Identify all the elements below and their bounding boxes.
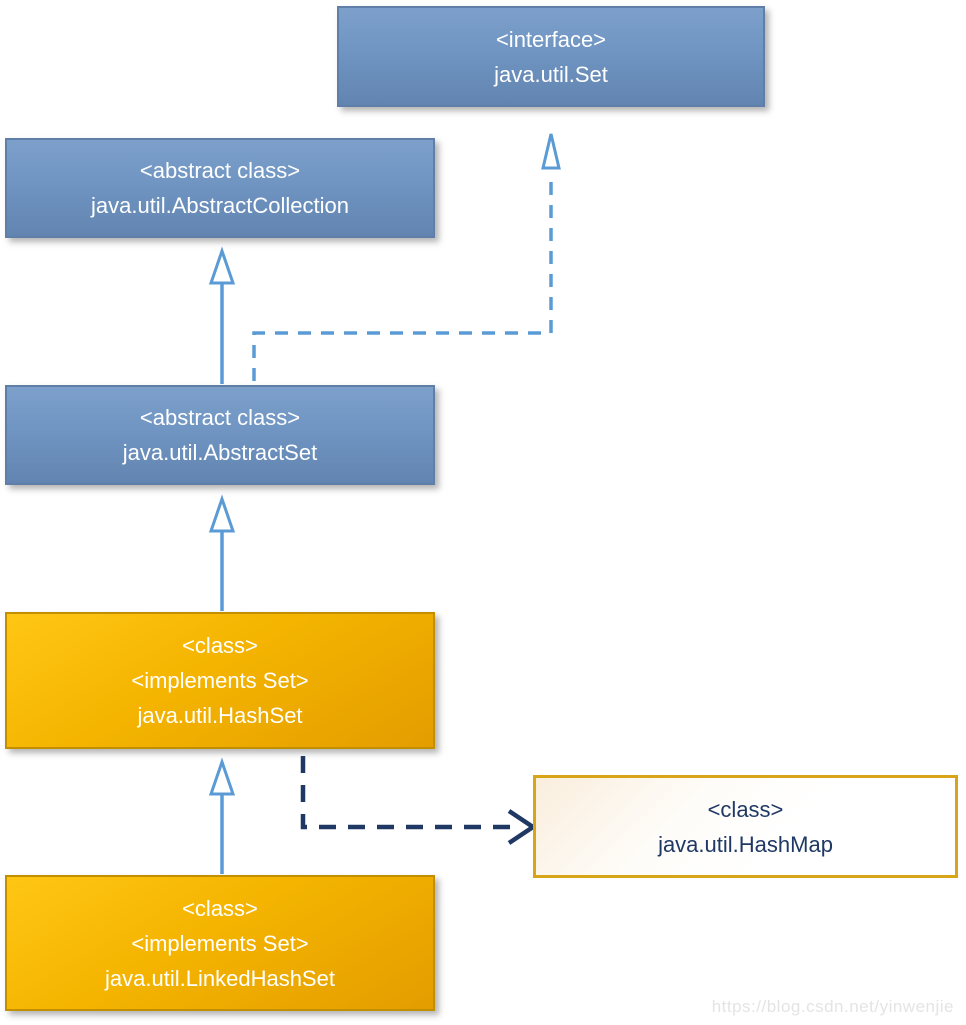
node-set-stereotype: <interface> <box>495 26 607 52</box>
node-java-util-hashset: <class> <implements Set> java.util.HashS… <box>5 612 435 749</box>
node-abstractset-stereotype: <abstract class> <box>139 405 301 430</box>
node-hashset-name: java.util.HashSet <box>137 703 303 728</box>
node-abstractcollection-stereotype: <abstract class> <box>139 158 301 183</box>
extends-arrow-hashset-to-abstractset <box>208 494 236 611</box>
node-hashset-implements: <implements Set> <box>131 668 309 693</box>
node-linkedhashset-implements: <implements Set> <box>131 930 309 956</box>
node-java-util-abstractset: <abstract class> java.util.AbstractSet <box>5 385 435 485</box>
node-hashmap-name: java.util.HashMap <box>658 831 833 857</box>
node-linkedhashset-name: java.util.LinkedHashSet <box>105 965 335 991</box>
node-java-util-linkedhashset: <class> <implements Set> java.util.Linke… <box>5 875 435 1011</box>
node-linkedhashset-stereotype: <class> <box>182 895 258 921</box>
node-java-util-set: <interface> java.util.Set <box>337 6 765 107</box>
node-java-util-hashmap: <class> java.util.HashMap <box>533 775 958 878</box>
extends-arrow-linkedhashset-to-hashset <box>208 757 236 874</box>
node-hashmap-stereotype: <class> <box>707 796 784 822</box>
uses-arrow-hashset-to-hashmap <box>300 756 538 845</box>
node-abstractcollection-name: java.util.AbstractCollection <box>90 193 349 218</box>
node-set-name: java.util.Set <box>494 61 608 87</box>
node-abstractset-name: java.util.AbstractSet <box>122 440 318 465</box>
node-hashset-stereotype: <class> <box>182 633 258 658</box>
node-java-util-abstractcollection: <abstract class> java.util.AbstractColle… <box>5 138 435 238</box>
watermark-url: https://blog.csdn.net/yinwenjie <box>711 997 954 1016</box>
extends-arrow-abstractset-to-abstractcollection <box>208 246 236 384</box>
